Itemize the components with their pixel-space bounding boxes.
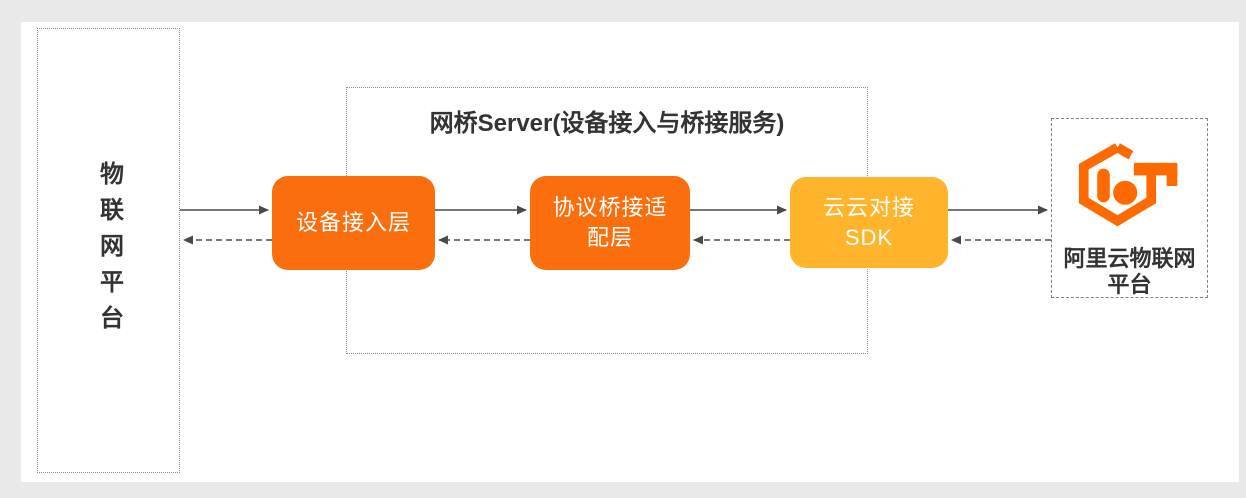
aliyun-iot-platform-box: 阿里云物联网 平台 (1051, 118, 1208, 298)
iot-platform-box: 物联网平台 (37, 28, 180, 473)
node-sdk-label-line2: SDK (844, 224, 894, 250)
bridge-server-box: 网桥Server(设备接入与桥接服务) (346, 87, 868, 354)
node-device-access-label: 设备接入层 (295, 210, 411, 235)
diagram-canvas: 物联网平台 网桥Server(设备接入与桥接服务) 设备接入层 协议桥接适 配层… (21, 22, 1239, 482)
aliyun-iot-logo-icon (1078, 143, 1178, 227)
node-cloud-cloud-sdk: 云云对接 SDK (790, 177, 948, 268)
node-device-access-layer: 设备接入层 (272, 176, 435, 270)
aliyun-platform-label-line1: 阿里云物联网 (1063, 246, 1196, 271)
node-protocol-bridge-adapter-layer: 协议桥接适 配层 (530, 176, 690, 270)
iot-platform-label: 物联网平台 (95, 160, 123, 341)
bridge-server-title: 网桥Server(设备接入与桥接服务) (429, 110, 785, 137)
node-protocol-label-line1: 协议桥接适 (552, 195, 668, 220)
node-sdk-label-line1: 云云对接 (822, 194, 915, 220)
aliyun-platform-label-line2: 平台 (1107, 272, 1152, 297)
node-protocol-label-line2: 配层 (586, 225, 633, 250)
